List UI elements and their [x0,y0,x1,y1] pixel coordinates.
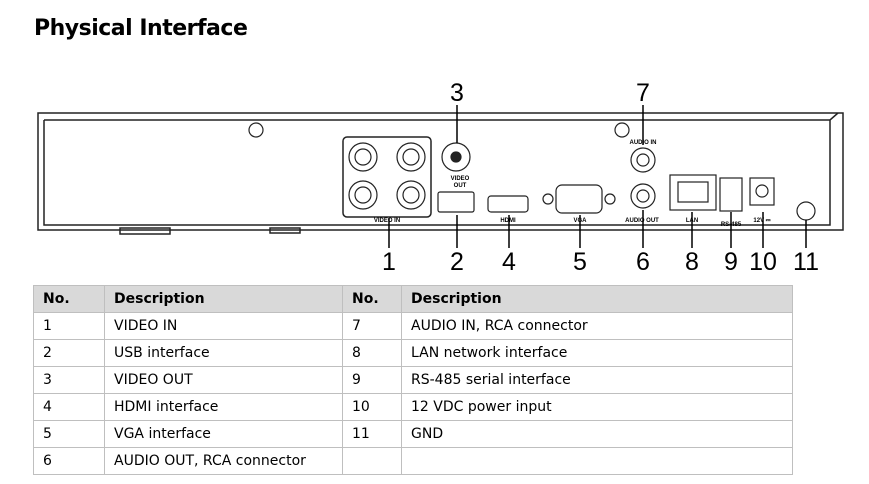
callout-3: 3 [450,79,464,107]
callout-7: 7 [636,79,650,107]
callout-2: 2 [450,248,464,276]
table-cell: LAN network interface [401,339,793,367]
rear-panel-diagram: VIDEO IN VIDEO OUT HDMI VGA AUDIO IN AUD… [37,79,844,276]
label-power: 12V ⎓ [753,218,770,224]
callout-1: 1 [382,248,396,276]
table-cell [342,447,402,475]
table-cell: 2 [33,339,105,367]
label-audio-out: AUDIO OUT [625,218,659,224]
label-vga: VGA [573,218,587,224]
table-cell: 10 [342,393,402,421]
table-cell: 9 [342,366,402,394]
callout-10: 10 [749,248,777,276]
label-rs485: RS-485 [721,222,742,228]
table-cell: AUDIO OUT, RCA connector [104,447,343,475]
page-title: Physical Interface [34,16,248,41]
table-cell: VIDEO OUT [104,366,343,394]
table-cell: VIDEO IN [104,312,343,340]
callout-9: 9 [724,248,738,276]
table-cell: 7 [342,312,402,340]
table-cell: 8 [342,339,402,367]
table-cell: AUDIO IN, RCA connector [401,312,793,340]
header-description-2: Description [401,285,793,313]
table-header-row: No. Description No. Description [33,285,793,313]
table-cell: 12 VDC power input [401,393,793,421]
table-cell: VGA interface [104,420,343,448]
label-audio-in: AUDIO IN [630,140,657,146]
table-cell: 3 [33,366,105,394]
callout-11: 11 [793,248,819,276]
callout-4: 4 [502,248,516,276]
table-cell: GND [401,420,793,448]
label-hdmi: HDMI [500,218,516,224]
table-cell: USB interface [104,339,343,367]
header-no: No. [33,285,105,313]
table-cell [401,447,793,475]
label-video-out-2: OUT [454,183,467,189]
table-cell: 6 [33,447,105,475]
label-lan: LAN [686,218,698,224]
table-cell: 5 [33,420,105,448]
table-cell: 11 [342,420,402,448]
header-description: Description [104,285,343,313]
header-no-2: No. [342,285,402,313]
table-cell: 4 [33,393,105,421]
callout-8: 8 [685,248,699,276]
label-video-out: VIDEO [451,176,470,182]
table-cell: RS-485 serial interface [401,366,793,394]
callout-6: 6 [636,248,650,276]
table-cell: HDMI interface [104,393,343,421]
table-cell: 1 [33,312,105,340]
label-video-in: VIDEO IN [374,218,400,224]
callout-5: 5 [573,248,587,276]
